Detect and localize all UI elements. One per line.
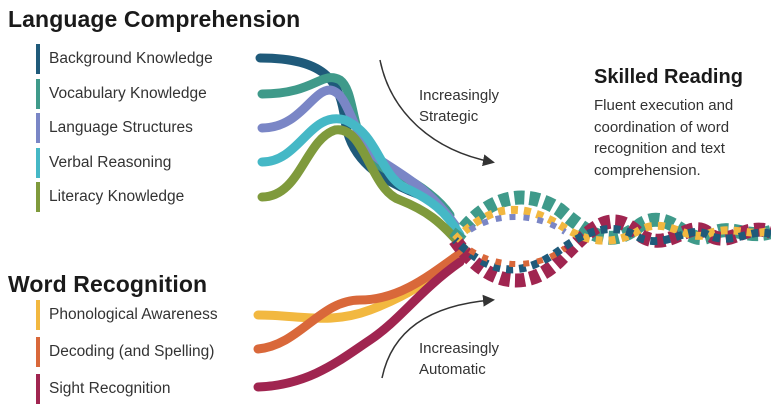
skilled-reading-description: Fluent execution and coordination of wor… — [594, 97, 734, 179]
word-recognition-item-label: Decoding (and Spelling) — [49, 343, 215, 360]
strand-verbal-reasoning — [257, 114, 465, 240]
language-comprehension-item-label: Vocabulary Knowledge — [49, 84, 207, 102]
word-recognition-title: Word Recognition — [8, 271, 208, 297]
automatic-label-line-2: Automatic — [419, 361, 486, 378]
strategic-label-line-2: Strategic — [419, 108, 479, 125]
skilled-reading-title: Skilled Reading — [594, 66, 743, 88]
language-comprehension-item: Background Knowledge — [36, 44, 213, 74]
language-comprehension-item: Literacy Knowledge — [36, 182, 184, 212]
language-comprehension-item: Vocabulary Knowledge — [36, 78, 207, 109]
language-comprehension-item-label: Verbal Reasoning — [49, 153, 172, 171]
automatic-label-line-1: Increasingly — [419, 340, 500, 357]
language-comprehension-color-bar — [36, 44, 40, 74]
strand-literacy-knowledge — [257, 125, 470, 255]
word-recognition-item: Phonological Awareness — [36, 300, 218, 330]
word-recognition-item: Decoding (and Spelling) — [36, 337, 214, 367]
strand-decoding — [253, 245, 470, 354]
language-comprehension-color-bar — [36, 147, 40, 178]
automatic-arrow — [381, 294, 495, 379]
language-comprehension-color-bar — [36, 113, 40, 143]
language-comprehension-item-label: Language Structures — [49, 119, 193, 136]
word-recognition-item-label: Sight Recognition — [49, 380, 171, 397]
word-recognition-item-label: Phonological Awareness — [49, 306, 218, 323]
word-recognition-color-bar — [36, 374, 40, 404]
strand-sight-recognition — [253, 257, 465, 392]
strategic-label-line-1: Increasingly — [419, 87, 500, 104]
strategic-label: Increasingly Strategic — [419, 85, 499, 127]
language-comprehension-color-bar — [36, 78, 40, 109]
strategic-arrow — [379, 59, 495, 167]
word-recognition-item: Sight Recognition — [36, 374, 171, 404]
word-recognition-color-bar — [36, 300, 40, 330]
language-comprehension-color-bar — [36, 182, 40, 212]
language-comprehension-title: Language Comprehension — [8, 6, 301, 32]
automatic-label: Increasingly Automatic — [419, 338, 499, 380]
language-comprehension-item-label: Literacy Knowledge — [49, 188, 185, 205]
language-comprehension-item: Verbal Reasoning — [36, 147, 172, 178]
language-comprehension-item: Language Structures — [36, 113, 193, 143]
braided-rope — [449, 190, 771, 288]
language-comprehension-item-label: Background Knowledge — [49, 50, 213, 67]
word-recognition-color-bar — [36, 337, 40, 367]
